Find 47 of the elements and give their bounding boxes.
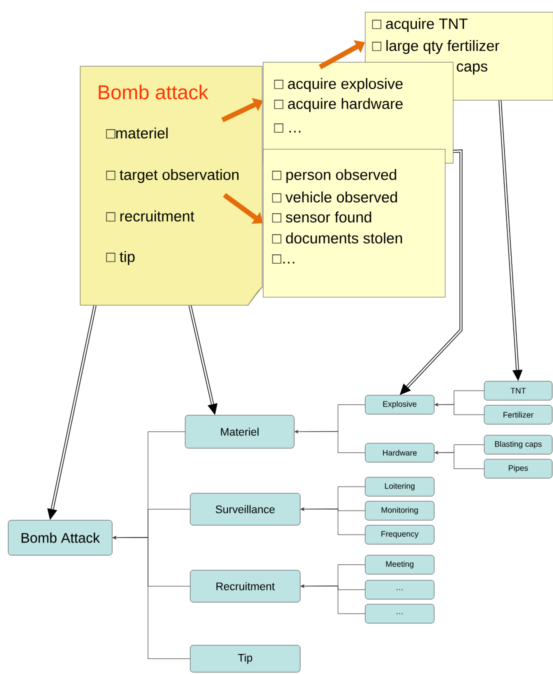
tree-box: Blasting caps (484, 435, 552, 454)
tree-box: Fertilizer (484, 405, 552, 424)
block-arrow (222, 192, 263, 224)
double-arrow (47, 305, 96, 520)
double-arrow (400, 149, 462, 395)
sticky-note (80, 66, 263, 306)
block-arrow (318, 40, 365, 70)
tree-box: … (365, 580, 434, 600)
checklist-item: □ target observation (106, 169, 238, 183)
arrow (294, 430, 366, 453)
tree-box: Monitoring (365, 501, 434, 520)
sticky-note (263, 149, 446, 298)
arrow (434, 403, 484, 415)
tree-box: Surveillance (190, 493, 300, 526)
checklist-item: □ acquire explosive (274, 78, 403, 92)
tree-box: Bomb Attack (8, 520, 112, 556)
arrow (300, 584, 366, 614)
arrow (112, 536, 190, 659)
arrow (434, 451, 484, 469)
checklist-item: caps (456, 63, 488, 75)
checklist-item: □ vehicle observed (272, 192, 397, 202)
tree-box: TNT (484, 381, 552, 400)
tree-box: Pipes (484, 459, 552, 478)
checklist-item: □ sensor found (272, 212, 372, 222)
checklist-item: □ large qty fertilizer (372, 40, 500, 54)
tree-box: Recruitment (190, 570, 300, 602)
tree-box: Materiel (185, 415, 294, 448)
checklist-item: □materiel (106, 128, 168, 138)
checklist-item: □ documents stolen (272, 232, 402, 244)
tree-box: Meeting (365, 555, 434, 574)
tree-box: Explosive (365, 395, 434, 414)
tree-box: Hardware (365, 443, 434, 462)
checklist-item: □ … (274, 124, 300, 132)
tree-box: Loitering (365, 477, 434, 496)
checklist-item: □ acquire TNT (372, 18, 468, 32)
tree-box: Tip (190, 645, 300, 672)
checklist-item: □ person observed (272, 169, 396, 183)
arrow (300, 508, 366, 535)
note-title: Bomb attack (98, 84, 208, 100)
checklist-item: □ recruitment (106, 210, 194, 222)
checklist-item: □ tip (106, 251, 135, 265)
tree-box: Frequency (365, 525, 434, 544)
double-arrow (498, 100, 523, 381)
checklist-item: □… (272, 254, 294, 264)
checklist-item: □ acquire hardware (274, 98, 403, 112)
tree-box: … (365, 604, 434, 624)
double-arrow (188, 305, 218, 415)
